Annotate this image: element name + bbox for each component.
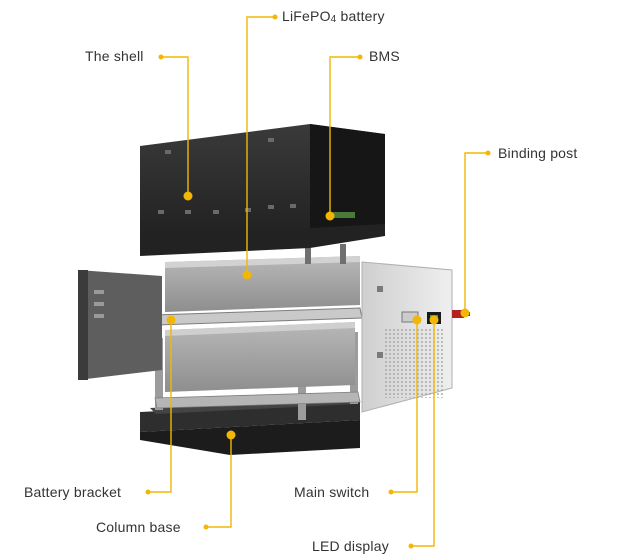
dot-lifepo4-end [272,14,278,20]
dot-switch-end [388,489,394,495]
dot-led-end [408,543,414,549]
dot-shell-end [158,54,164,60]
label-binding-post: Binding post [498,145,578,161]
dot-binding-end [485,150,491,156]
label-column-base: Column base [96,519,181,535]
dot-binding-target [460,308,470,318]
dot-base-end [203,524,209,530]
dot-lifepo4-target [242,270,252,280]
label-battery-bracket: Battery bracket [24,484,122,500]
leader-shell [161,56,189,196]
dot-bracket-end [145,489,151,495]
shell-part [140,124,385,256]
dot-bms-end [357,54,363,60]
leader-battery-bracket [148,320,172,493]
dot-bracket-target [166,315,176,325]
label-main-switch: Main switch [294,484,370,500]
leader-lifepo4 [246,16,275,275]
lower-battery-module [165,322,355,392]
label-bms: BMS [369,48,400,64]
lifepo4-battery-part [165,244,360,312]
left-door-panel [78,270,162,380]
label-lifepo4-battery: LiFePO4 battery [282,8,385,25]
label-led-display: LED display [312,538,389,554]
label-shell: The shell [85,48,144,64]
leader-binding-post [464,152,488,313]
dot-base-target [226,430,236,440]
front-panel [361,261,470,413]
dot-bms-target [325,211,335,221]
leader-main-switch [391,320,418,493]
dot-led-target [429,315,439,325]
leader-led-display [411,320,435,547]
leader-dots [145,14,491,549]
dot-shell-target [183,191,193,201]
leader-bms [329,56,360,216]
leader-column-base [206,435,232,528]
leader-lines [148,16,488,547]
dot-switch-target [412,315,422,325]
